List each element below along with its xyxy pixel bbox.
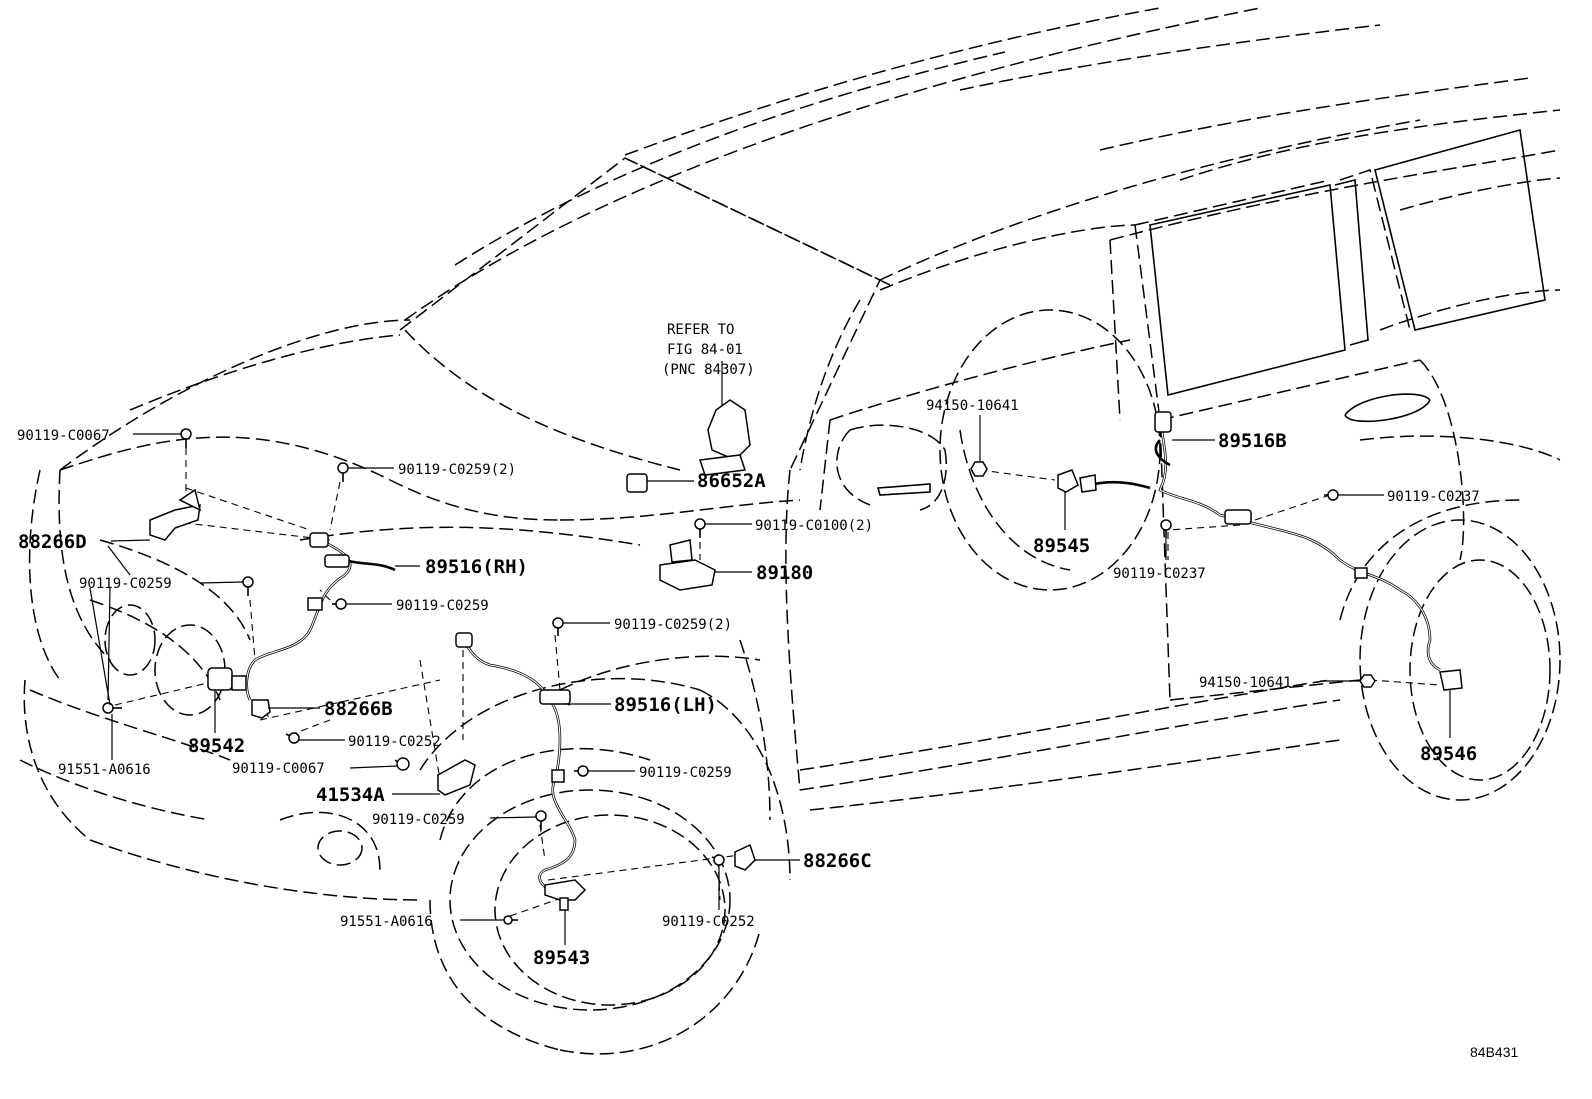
bolt-icon (285, 732, 300, 744)
sensor-89546 (1439, 669, 1463, 691)
part-number-label: 88266B (324, 698, 393, 720)
part-number-label: 90119-C0259 (396, 598, 489, 614)
refer-note-line: (PNC 84307) (662, 362, 755, 378)
bolt-icon (552, 617, 564, 636)
part-labels: 90119-C0067 88266D 90119-C0259 91551-A06… (17, 322, 1518, 1060)
bolt-icon (180, 428, 192, 448)
front-lh-harness (455, 632, 577, 892)
bracket-88266D (149, 488, 202, 541)
bolt-icon (694, 518, 706, 538)
part-number-label: 90119-C0259 (79, 576, 172, 592)
bolt-icon (1324, 489, 1339, 501)
sensor-89545 (1057, 469, 1097, 493)
leader-lines (89, 361, 1451, 945)
nut-icon (1359, 674, 1376, 688)
part-number-label: 89180 (756, 562, 813, 584)
part-number-label: 88266C (803, 850, 872, 872)
part-number-label: 89543 (533, 947, 590, 969)
vehicle-body-outline (19, 7, 1561, 1055)
refer-note-line: REFER TO (667, 322, 734, 338)
connector-86652A (626, 473, 648, 493)
bracket-41534A (437, 759, 476, 796)
part-number-label: 90119-C0259 (639, 765, 732, 781)
bolt-icon (242, 576, 254, 596)
bracket-88266C (734, 843, 756, 871)
bolt-icon (535, 810, 547, 830)
bolt-icon (503, 915, 518, 925)
part-number-label: 90119-C0067 (232, 761, 325, 777)
part-number-label: 91551-A0616 (58, 762, 151, 778)
bolt-icon (1160, 519, 1172, 538)
part-number-label: 41534A (316, 784, 385, 806)
bolt-icon (332, 598, 347, 610)
nut-icon (970, 461, 988, 477)
part-number-label: 89516B (1218, 430, 1287, 452)
bolt-icon (574, 765, 589, 777)
bolt-icon (337, 462, 349, 482)
part-number-label: 89546 (1420, 743, 1477, 765)
part-number-label: 89545 (1033, 535, 1090, 557)
figure-code: 84B431 (1470, 1044, 1518, 1060)
part-number-label: 90119-C0067 (17, 428, 110, 444)
part-number-label: 90119-C0259(2) (614, 617, 732, 633)
part-number-label: 90119-C0252 (348, 734, 441, 750)
part-number-label: 94150-10641 (926, 398, 1019, 414)
bracket-88266B (251, 699, 271, 719)
part-number-label: 90119-C0237 (1113, 566, 1206, 582)
refer-note-line: FIG 84-01 (667, 342, 743, 358)
bolt-icon (102, 702, 122, 714)
part-number-label: 90119-C0100(2) (755, 518, 873, 534)
front-rh-harness (245, 532, 396, 701)
sensor-89542 (207, 667, 247, 691)
part-number-label: 90119-C0237 (1387, 489, 1480, 505)
part-number-label: 86652A (697, 470, 766, 492)
part-number-label: 91551-A0616 (340, 914, 433, 930)
steering-sensor (698, 399, 751, 476)
bolt-icon (394, 757, 410, 771)
rear-harness-89516B (1089, 411, 1441, 672)
part-number-label: 94150-10641 (1199, 675, 1292, 691)
bolt-icon (711, 854, 725, 866)
part-number-label: 90119-C0259(2) (398, 462, 516, 478)
yaw-rate-sensor-89180 (659, 539, 716, 591)
part-number-label: 90119-C0259 (372, 812, 465, 828)
part-number-label: 89516(LH) (614, 694, 717, 716)
sensor-89543 (544, 879, 587, 911)
part-number-label: 88266D (18, 531, 87, 553)
part-number-label: 89542 (188, 735, 245, 757)
part-number-label: 90119-C0252 (662, 914, 755, 930)
part-number-label: 89516(RH) (425, 556, 528, 578)
